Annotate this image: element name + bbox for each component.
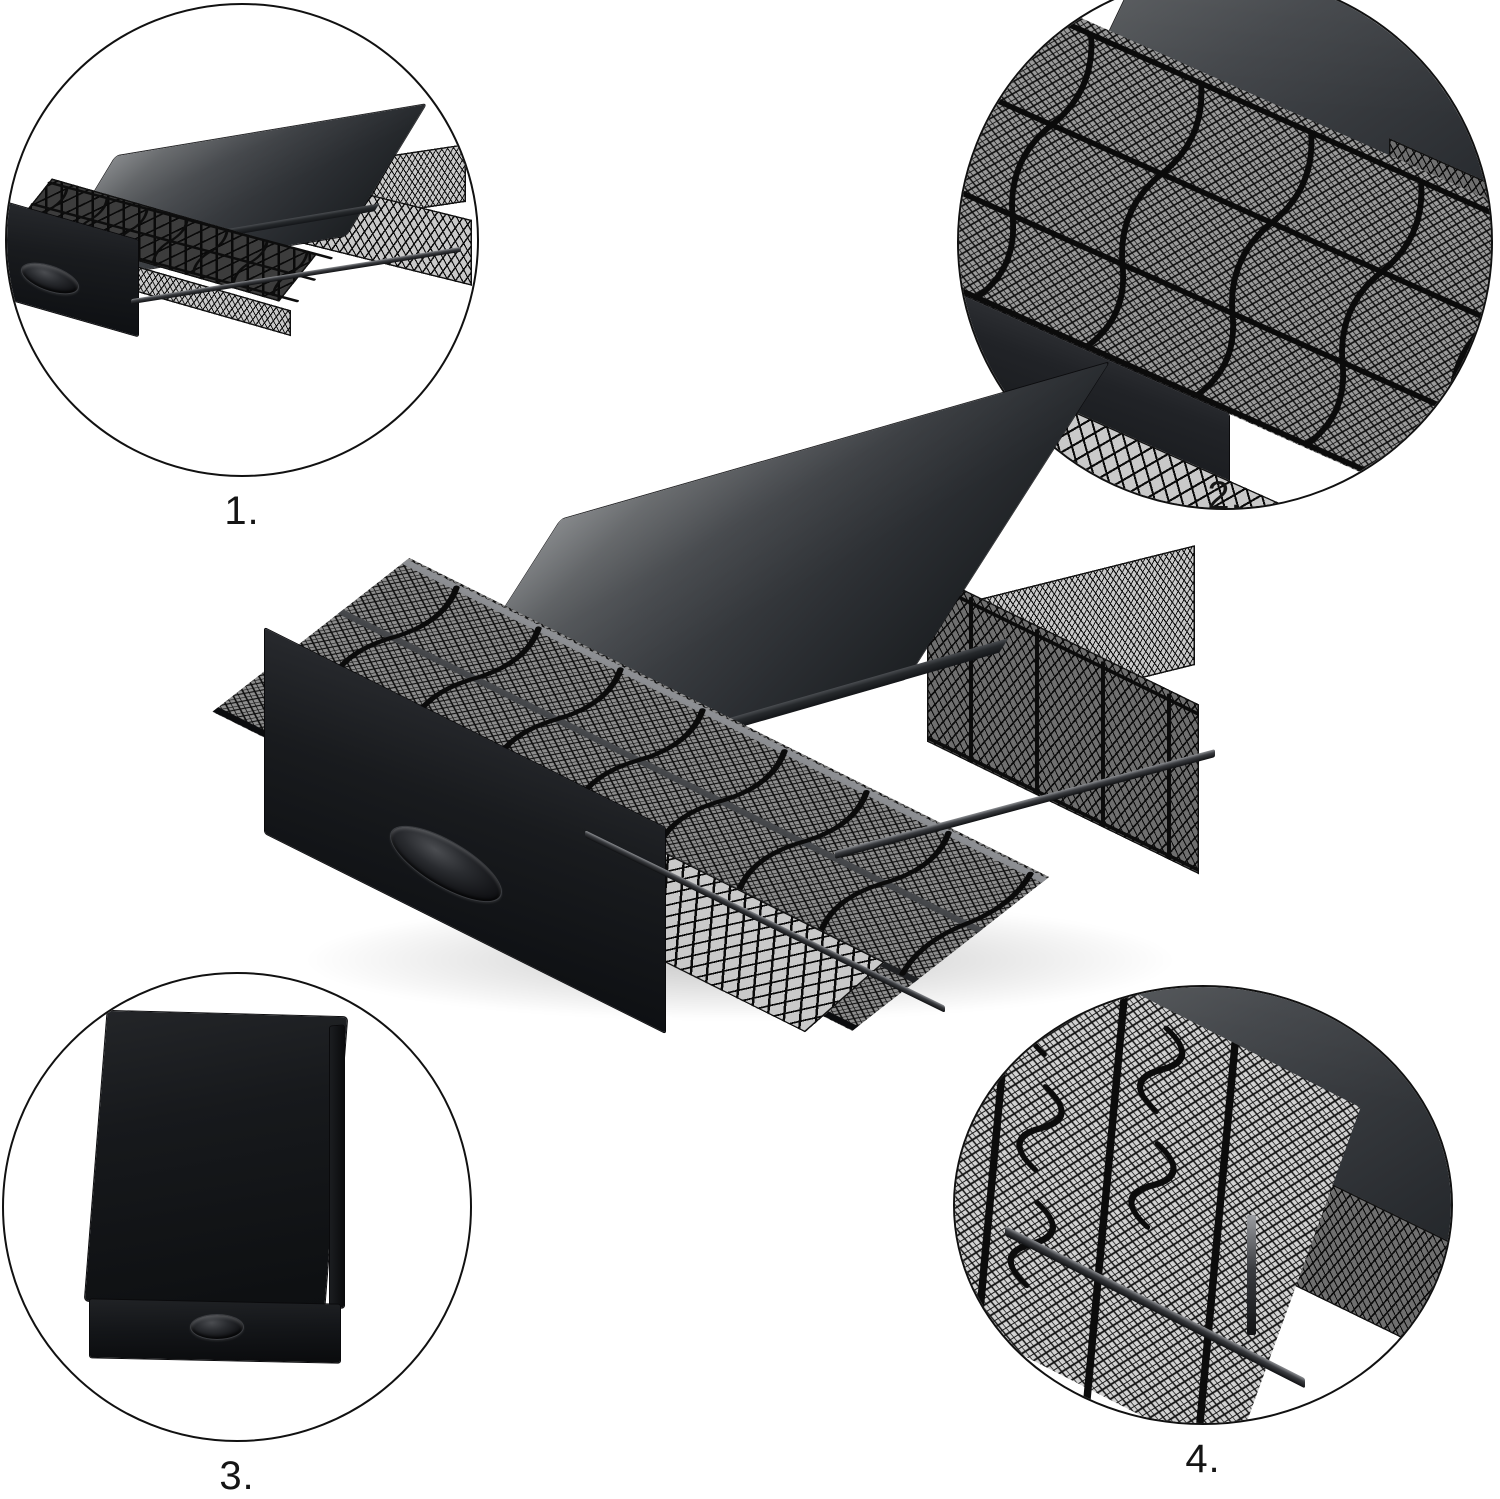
hero-product xyxy=(211,362,1245,1033)
callout-3: 3. xyxy=(2,972,472,1498)
callout-2-product xyxy=(959,0,1491,508)
callout-1: 1. xyxy=(5,3,479,533)
callout-3-number: 3. xyxy=(219,1454,255,1498)
callout-2-number: 2. xyxy=(1207,474,1243,518)
callout-4-number: 4. xyxy=(1185,1437,1221,1481)
callout-1-product xyxy=(7,104,477,373)
callout-4-circle xyxy=(953,985,1453,1425)
closed-unit-handle xyxy=(190,1314,244,1340)
callout-4: 4. xyxy=(953,985,1453,1481)
macro4-corner-post xyxy=(1247,1215,1256,1335)
closed-unit-top-lid xyxy=(84,1010,348,1308)
callout-4-product xyxy=(955,987,1451,1423)
macro-pod-rows xyxy=(959,0,1491,508)
closed-unit-lid-bevel xyxy=(330,1025,344,1309)
callout-1-number: 1. xyxy=(224,489,260,533)
callout-3-circle xyxy=(2,972,472,1442)
callout-1-circle xyxy=(5,3,479,477)
callout-3-product xyxy=(82,1010,382,1394)
macro4-divider-rows xyxy=(955,987,1361,1423)
hero-right-wall-ribs xyxy=(927,572,1199,905)
